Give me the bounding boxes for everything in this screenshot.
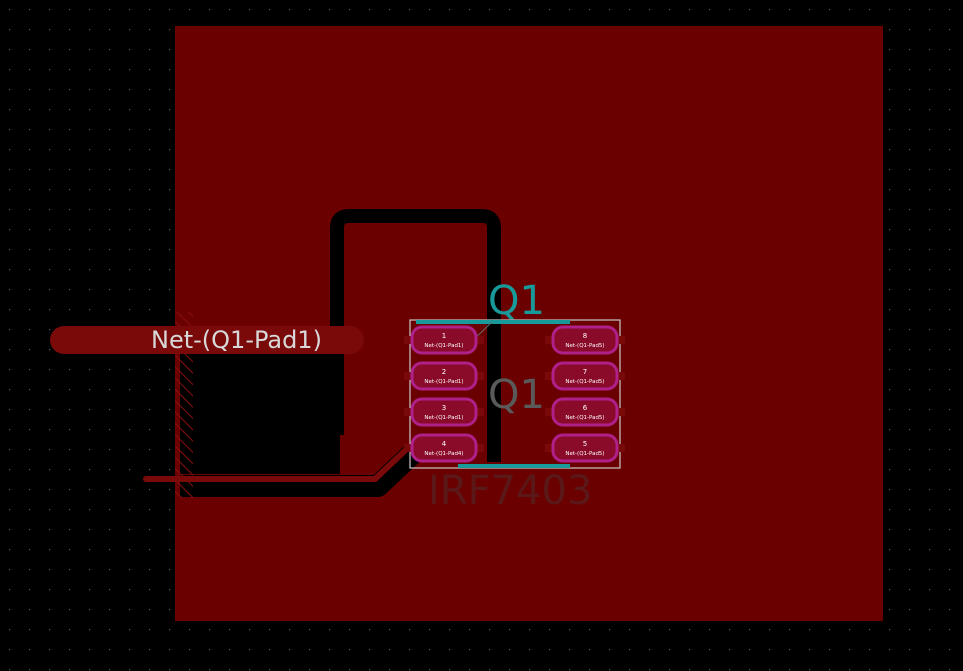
pad-net-name: Net-(Q1-Pad5)	[565, 451, 604, 457]
pad-number: 5	[583, 440, 587, 448]
pad-shape	[410, 361, 478, 391]
pad-shape	[551, 361, 619, 391]
pad-shape	[410, 397, 478, 427]
pad-shape	[410, 433, 478, 463]
clearance-outline-upper	[330, 209, 501, 462]
reference-designator-fab: Q1	[488, 372, 545, 418]
pad-shape	[410, 325, 478, 355]
pad-net-name: Net-(Q1-Pad5)	[565, 343, 604, 349]
pad-number: 2	[442, 368, 446, 376]
pads-left-column: 1Net-(Q1-Pad1)2Net-(Q1-Pad1)3Net-(Q1-Pad…	[404, 325, 484, 463]
pad-number: 1	[442, 332, 446, 340]
pad-number: 4	[442, 440, 447, 448]
zone-clearance	[180, 209, 501, 497]
pad-number: 3	[442, 404, 446, 412]
pad-number: 6	[583, 404, 588, 412]
pad-shape	[551, 433, 619, 463]
pad-net-name: Net-(Q1-Pad1)	[424, 379, 463, 385]
pad-net-name: Net-(Q1-Pad5)	[565, 379, 604, 385]
pad-shape	[551, 325, 619, 355]
pad-net-name: Net-(Q1-Pad4)	[424, 451, 463, 457]
zone-hatch-edge	[175, 312, 193, 498]
pads-right-column: 8Net-(Q1-Pad5)7Net-(Q1-Pad5)6Net-(Q1-Pad…	[545, 325, 625, 463]
pad-shape	[551, 397, 619, 427]
trace-segment[interactable]	[143, 441, 415, 482]
footprint-q1[interactable]: 1Net-(Q1-Pad1)2Net-(Q1-Pad1)3Net-(Q1-Pad…	[404, 278, 625, 514]
pad-number: 8	[583, 332, 587, 340]
pad-net-name: Net-(Q1-Pad5)	[565, 415, 604, 421]
reference-designator[interactable]: Q1	[488, 278, 545, 324]
pad-net-name: Net-(Q1-Pad1)	[424, 343, 463, 349]
footprint-value: IRF7403	[428, 468, 592, 514]
net-label: Net-(Q1-Pad1)	[151, 326, 322, 354]
pad-net-name: Net-(Q1-Pad1)	[424, 415, 463, 421]
clearance-left-block	[180, 354, 340, 474]
pad-number: 7	[583, 368, 587, 376]
clearance-outline-lower	[180, 444, 422, 497]
